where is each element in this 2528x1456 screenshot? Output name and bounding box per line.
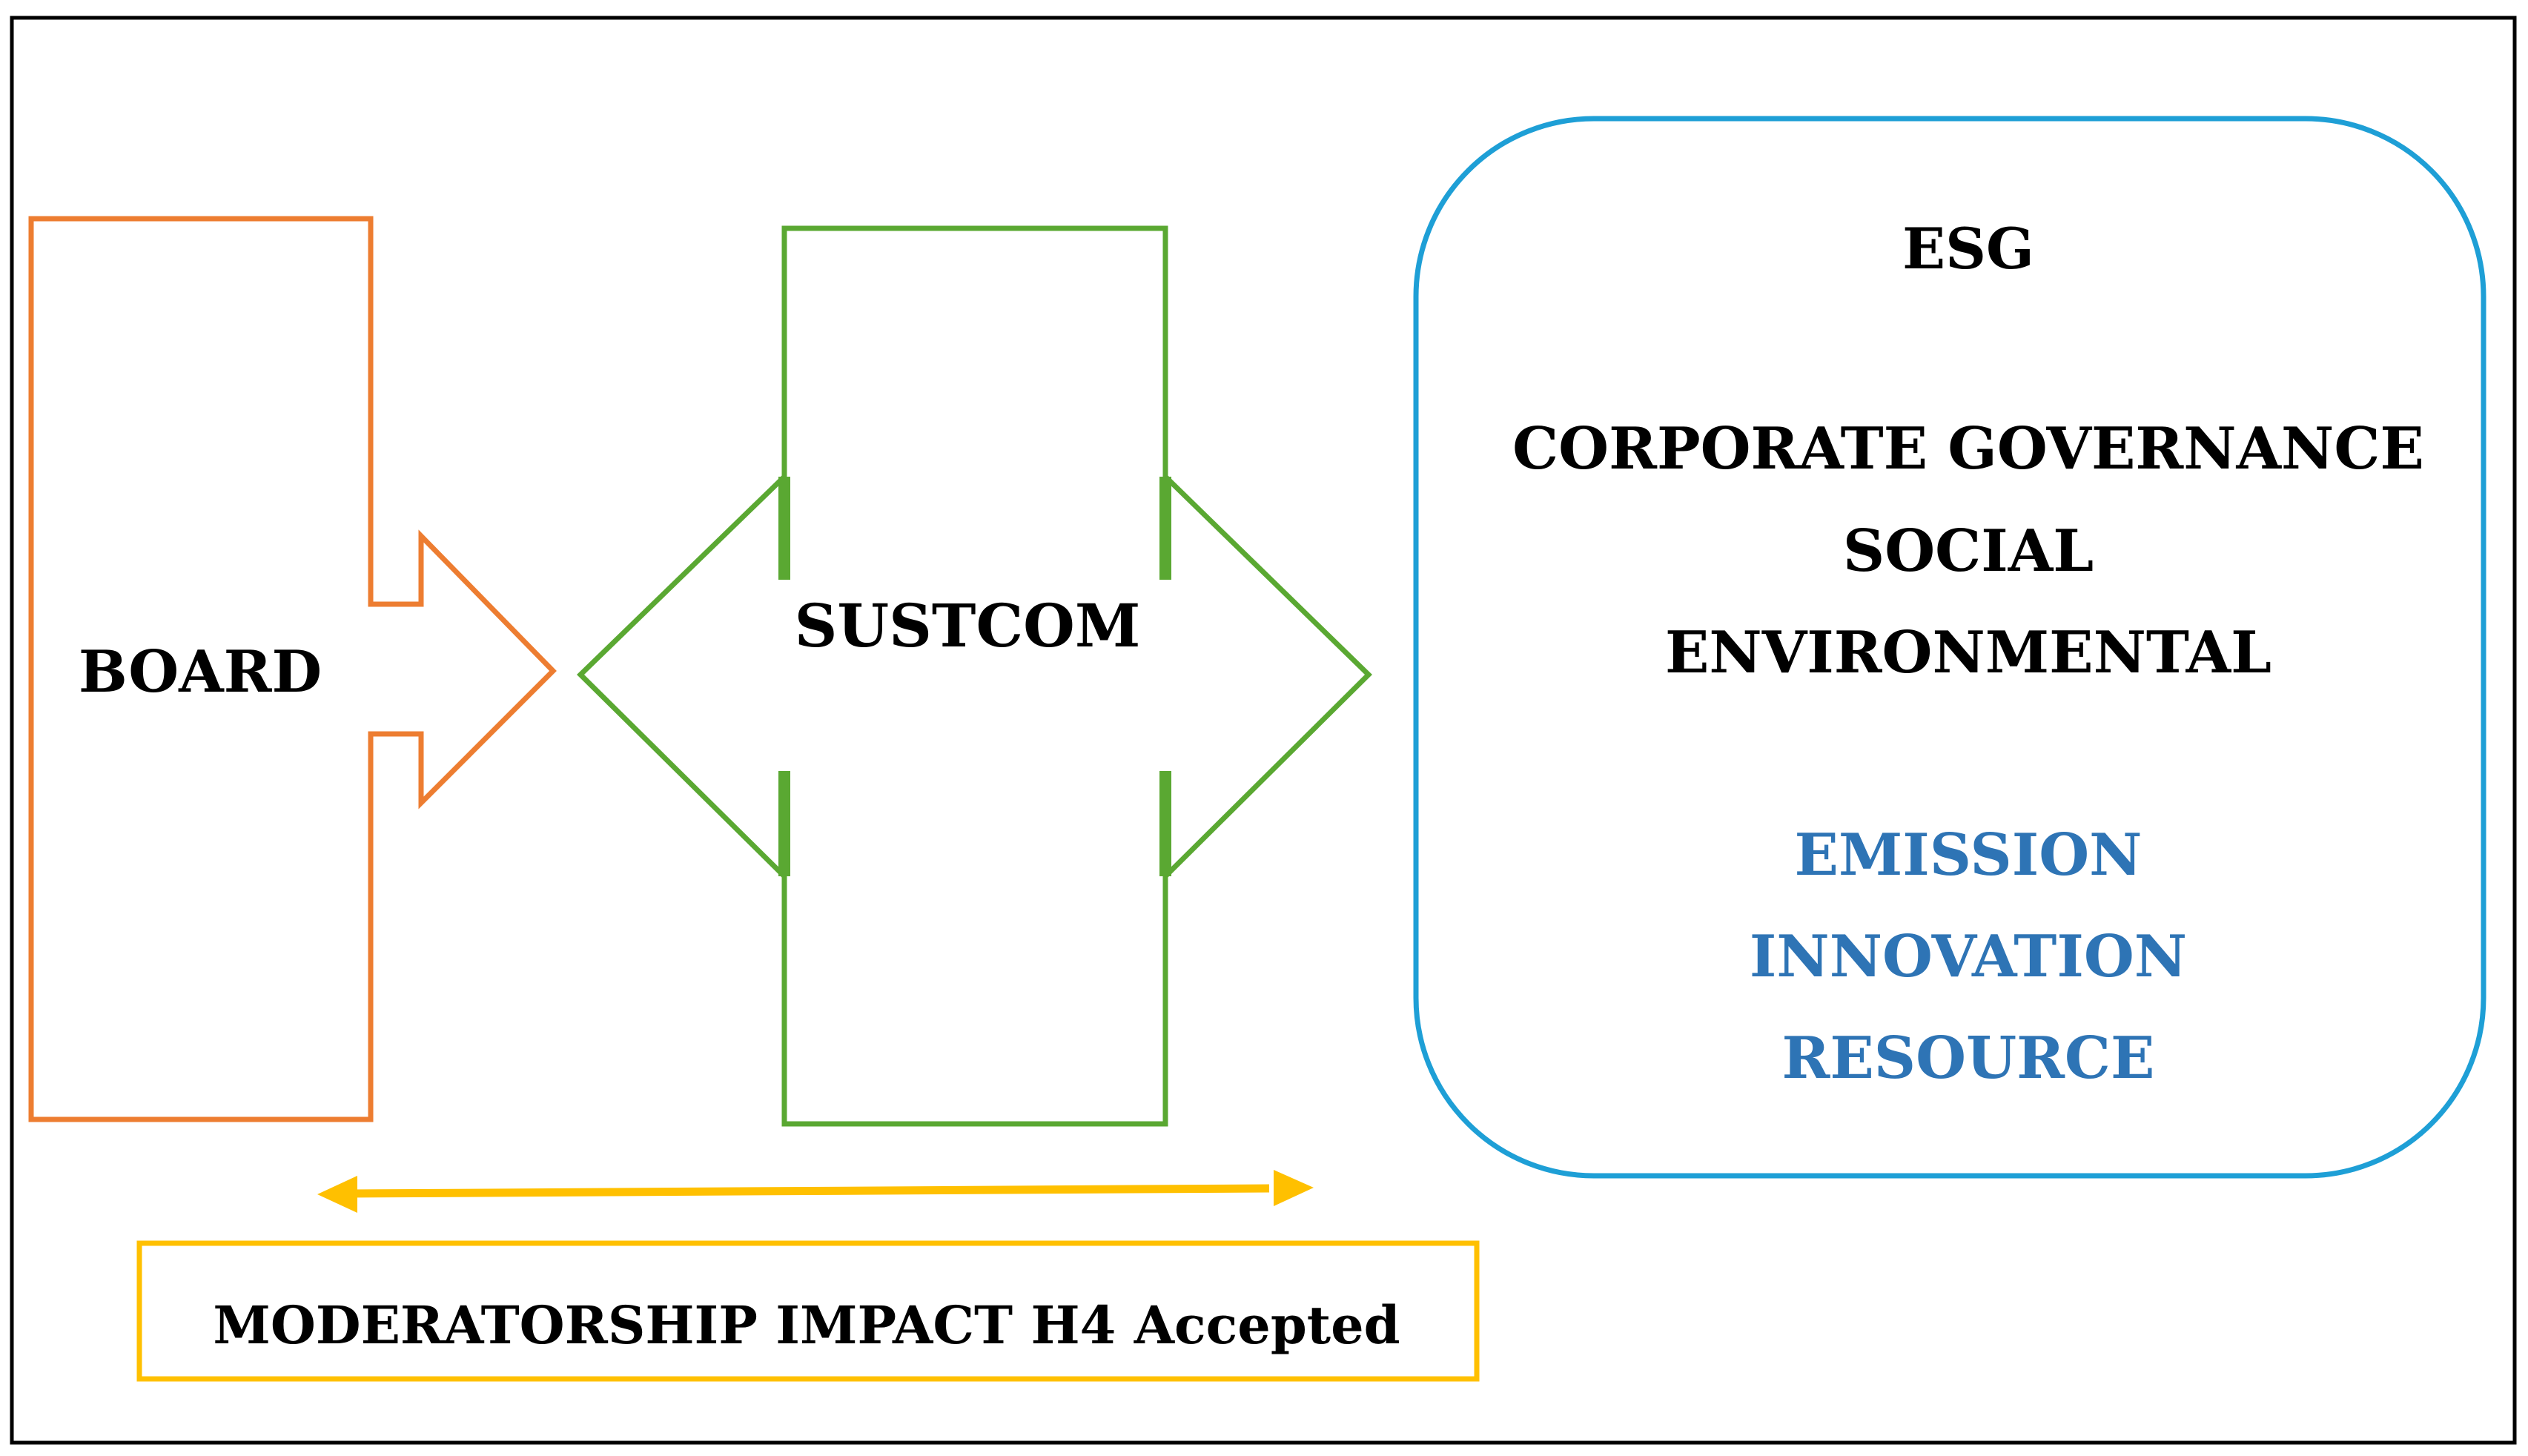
outer-frame bbox=[10, 16, 2517, 1445]
esg-pillar-social: SOCIAL bbox=[1843, 517, 2094, 585]
moderation-box bbox=[136, 1240, 1480, 1382]
sustcom-label: SUSTCOM bbox=[795, 591, 1141, 661]
board-label: BOARD bbox=[79, 638, 322, 706]
moderation-label: MODERATORSHIP IMPACT H4 Accepted bbox=[213, 1294, 1400, 1356]
moderation-double-arrow bbox=[317, 1170, 1314, 1213]
sustcom-arrow-shape bbox=[576, 225, 1372, 1127]
esg-subitem-emission: EMISSION bbox=[1795, 821, 2142, 889]
esg-box bbox=[1413, 116, 2486, 1179]
sustcom-notch-marks bbox=[778, 477, 1171, 876]
esg-pillar-environmental: ENVIRONMENTAL bbox=[1665, 619, 2271, 686]
board-arrow-shape bbox=[28, 216, 557, 1122]
esg-subitem-innovation: INNOVATION bbox=[1750, 923, 2187, 990]
esg-subitem-resource: RESOURCE bbox=[1782, 1025, 2155, 1092]
esg-title: ESG bbox=[1902, 216, 2034, 282]
esg-pillar-governance: CORPORATE GOVERNANCE bbox=[1512, 415, 2424, 483]
